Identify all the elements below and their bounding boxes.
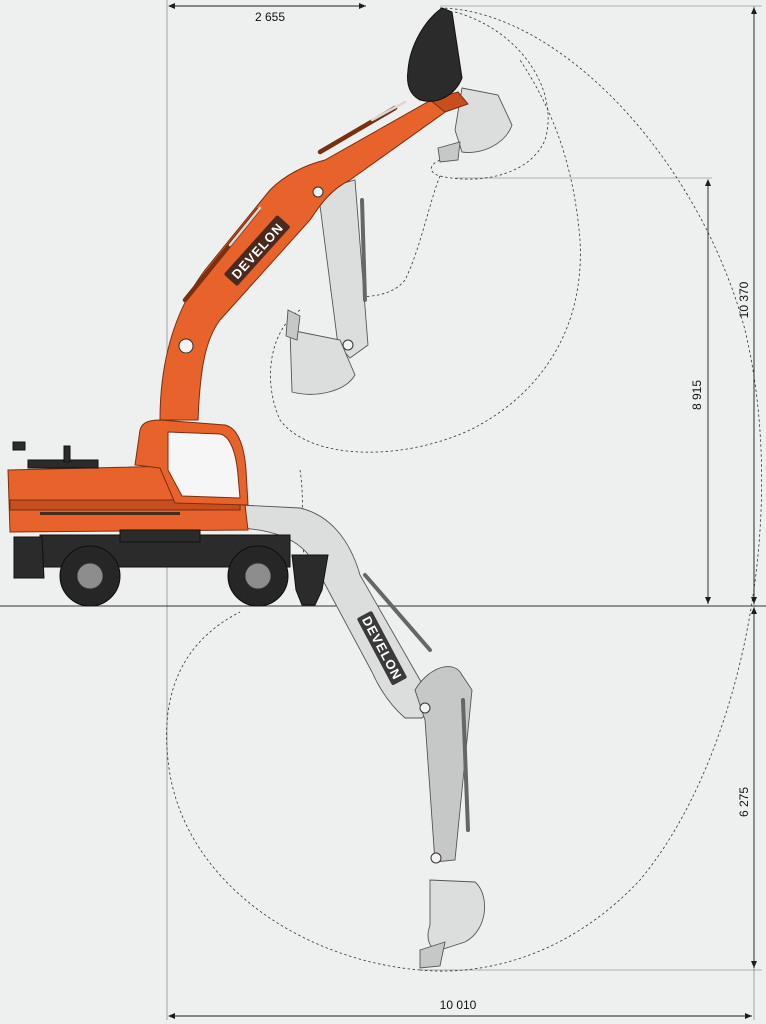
engine-hood xyxy=(27,459,99,469)
dimension-dig-depth: 6 275 xyxy=(737,607,757,968)
ghost-arm-inner-position xyxy=(285,179,369,395)
dimension-max-reach: 10 010 xyxy=(168,998,752,1019)
inner-envelope-curve xyxy=(270,59,581,453)
wheeled-excavator: DEVELON xyxy=(7,7,469,607)
rear-wheel-rim xyxy=(76,562,104,590)
max-height-label: 10 370 xyxy=(737,281,751,318)
ghost-bucket-teeth-lower xyxy=(419,941,446,969)
ghost-boom-cylinder-lower xyxy=(363,573,432,652)
ghost-bucket-inner xyxy=(289,329,356,395)
ghost-boom-dig-position: DEVELON xyxy=(239,504,486,969)
ghost-bucket-teeth-inner xyxy=(285,309,301,341)
boom-foot-pin xyxy=(178,338,194,354)
upper-structure-decal-line xyxy=(40,512,180,515)
boom-cylinder-rod xyxy=(228,206,262,247)
max-reach-label: 10 010 xyxy=(440,998,477,1012)
boom-mid-pin xyxy=(312,186,324,198)
ghost-arm-cylinder-inner xyxy=(360,198,367,302)
ghost-bucket-pin-lower xyxy=(430,852,442,864)
bucket-curl-curve xyxy=(430,11,549,180)
ghost-arm-inner xyxy=(317,179,369,359)
dump-height-label: 8 915 xyxy=(690,380,704,410)
dimension-dump-height: 8 915 xyxy=(690,179,711,604)
ghost-bucket-top xyxy=(437,87,513,163)
front-wheel-rim xyxy=(244,562,272,590)
ghost-bucket-top-teeth xyxy=(437,141,461,163)
ghost-arm-pin-lower xyxy=(419,702,431,714)
bucket-top-main xyxy=(407,7,463,102)
counterweight-light xyxy=(12,441,26,451)
ghost-arm-lower xyxy=(414,666,473,863)
ghost-bucket-lower xyxy=(427,879,486,951)
dimension-top-offset: 2 655 xyxy=(168,3,366,24)
dimension-max-height: 10 370 xyxy=(737,7,757,604)
cab-window xyxy=(167,431,241,499)
ghost-bucket-top-body xyxy=(454,87,513,153)
arm-cylinder-rod xyxy=(370,100,407,122)
ghost-bucket-cylinder-lower xyxy=(461,698,470,832)
exhaust-stack xyxy=(63,445,71,463)
dig-depth-label: 6 275 xyxy=(737,787,751,817)
outer-reach-curve xyxy=(419,7,763,972)
outrigger xyxy=(291,554,329,606)
lower-reach-curve xyxy=(166,611,421,971)
dozer-blade xyxy=(13,536,45,579)
swing-bearing xyxy=(119,529,201,543)
ghost-boom-lower xyxy=(239,504,428,719)
ghost-arm-pin-inner xyxy=(342,339,354,351)
top-offset-label: 2 655 xyxy=(255,10,285,24)
